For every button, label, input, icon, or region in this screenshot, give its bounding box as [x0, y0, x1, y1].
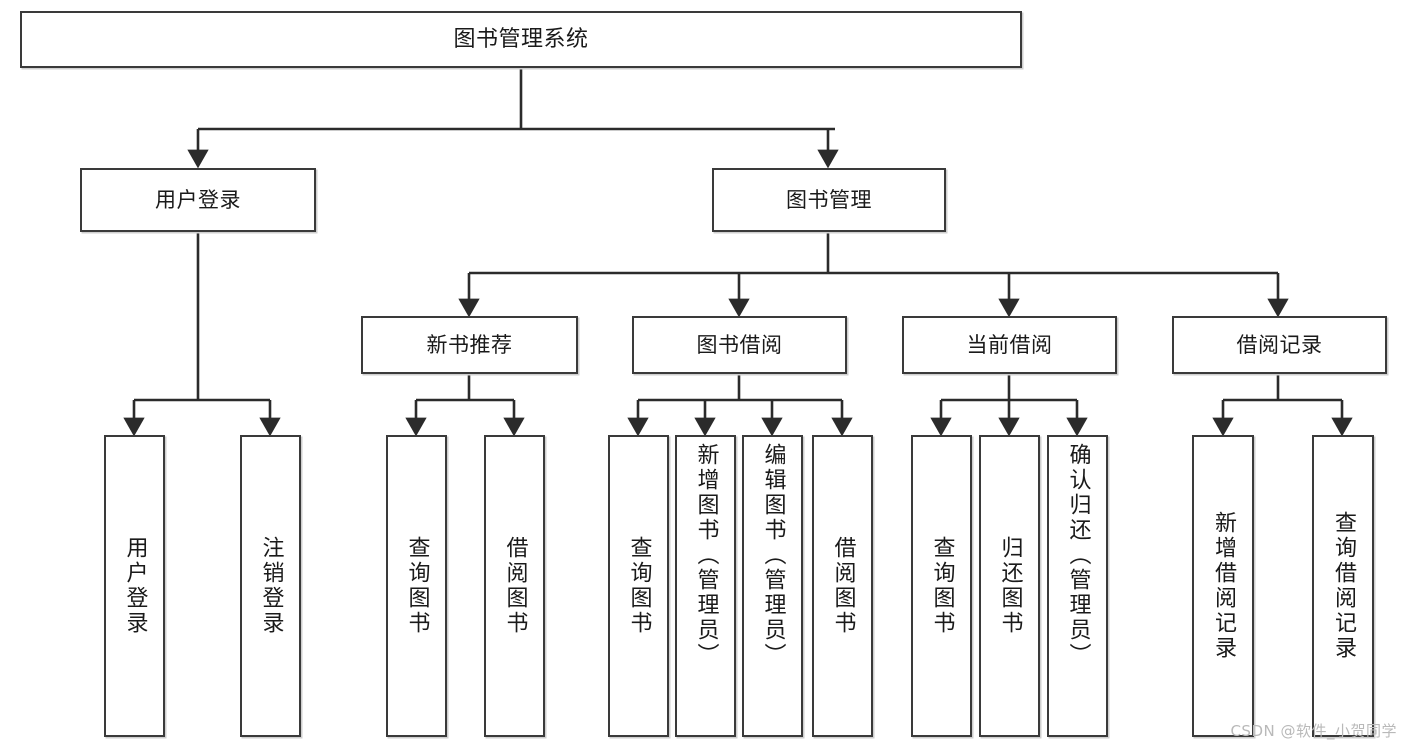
edge-currentborrow-to-leaves [930, 374, 1088, 437]
node-label: 新增图书（管理员） [693, 443, 719, 668]
node-label: 查询图书 [626, 536, 652, 636]
node-leaf-edit-book-admin[interactable]: 编辑图书（管理员） [742, 435, 803, 737]
node-leaf-logout[interactable]: 注销登录 [240, 435, 301, 737]
edge-bookmgmt-to-level3 [458, 232, 1289, 318]
node-label: 注销登录 [258, 536, 284, 636]
node-current-borrow[interactable]: 当前借阅 [902, 316, 1117, 374]
node-label: 归还图书 [997, 536, 1023, 636]
node-label: 查询图书 [929, 536, 955, 636]
node-label: 图书管理系统 [453, 26, 589, 52]
node-leaf-add-borrow-record[interactable]: 新增借阅记录 [1192, 435, 1254, 737]
node-leaf-confirm-return-admin[interactable]: 确认归还（管理员） [1047, 435, 1108, 737]
node-label: 查询借阅记录 [1331, 511, 1356, 661]
node-book-management[interactable]: 图书管理 [712, 168, 946, 232]
node-borrow-record[interactable]: 借阅记录 [1172, 316, 1387, 374]
edge-bookborrow-to-leaves [627, 374, 853, 437]
edge-userlogin-to-leaves [123, 232, 281, 437]
node-user-login[interactable]: 用户登录 [80, 168, 316, 232]
node-leaf-add-book-admin[interactable]: 新增图书（管理员） [675, 435, 736, 737]
node-leaf-query-books-current[interactable]: 查询图书 [911, 435, 972, 737]
node-label: 借阅图书 [830, 536, 856, 636]
edge-root-to-level2 [187, 68, 839, 169]
node-label: 编辑图书（管理员） [760, 443, 786, 668]
node-root-book-management-system[interactable]: 图书管理系统 [20, 11, 1022, 68]
node-label: 借阅记录 [1236, 332, 1323, 357]
node-label: 用户登录 [155, 187, 241, 212]
csdn-watermark: CSDN @软件_小贺同学 [1230, 722, 1397, 740]
node-label: 当前借阅 [966, 332, 1053, 357]
node-new-book-recommend[interactable]: 新书推荐 [361, 316, 578, 374]
node-leaf-user-login[interactable]: 用户登录 [104, 435, 165, 737]
edge-borrowrecord-to-leaves [1212, 374, 1353, 437]
node-leaf-query-borrow-record[interactable]: 查询借阅记录 [1312, 435, 1374, 737]
node-label: 新书推荐 [426, 332, 513, 357]
node-leaf-return-book[interactable]: 归还图书 [979, 435, 1040, 737]
node-label: 查询图书 [404, 536, 430, 636]
node-leaf-query-books-borrow[interactable]: 查询图书 [608, 435, 669, 737]
node-label: 新增借阅记录 [1211, 511, 1236, 661]
node-label: 图书管理 [786, 187, 872, 212]
node-leaf-borrow-books-recommend[interactable]: 借阅图书 [484, 435, 545, 737]
node-label: 借阅图书 [502, 536, 528, 636]
edge-newbook-to-leaves [405, 374, 525, 437]
node-label: 确认归还（管理员） [1065, 443, 1091, 668]
node-leaf-query-books-recommend[interactable]: 查询图书 [386, 435, 447, 737]
node-label: 用户登录 [122, 536, 148, 636]
node-book-borrow[interactable]: 图书借阅 [632, 316, 847, 374]
node-leaf-borrow-books-borrow[interactable]: 借阅图书 [812, 435, 873, 737]
node-label: 图书借阅 [696, 332, 783, 357]
